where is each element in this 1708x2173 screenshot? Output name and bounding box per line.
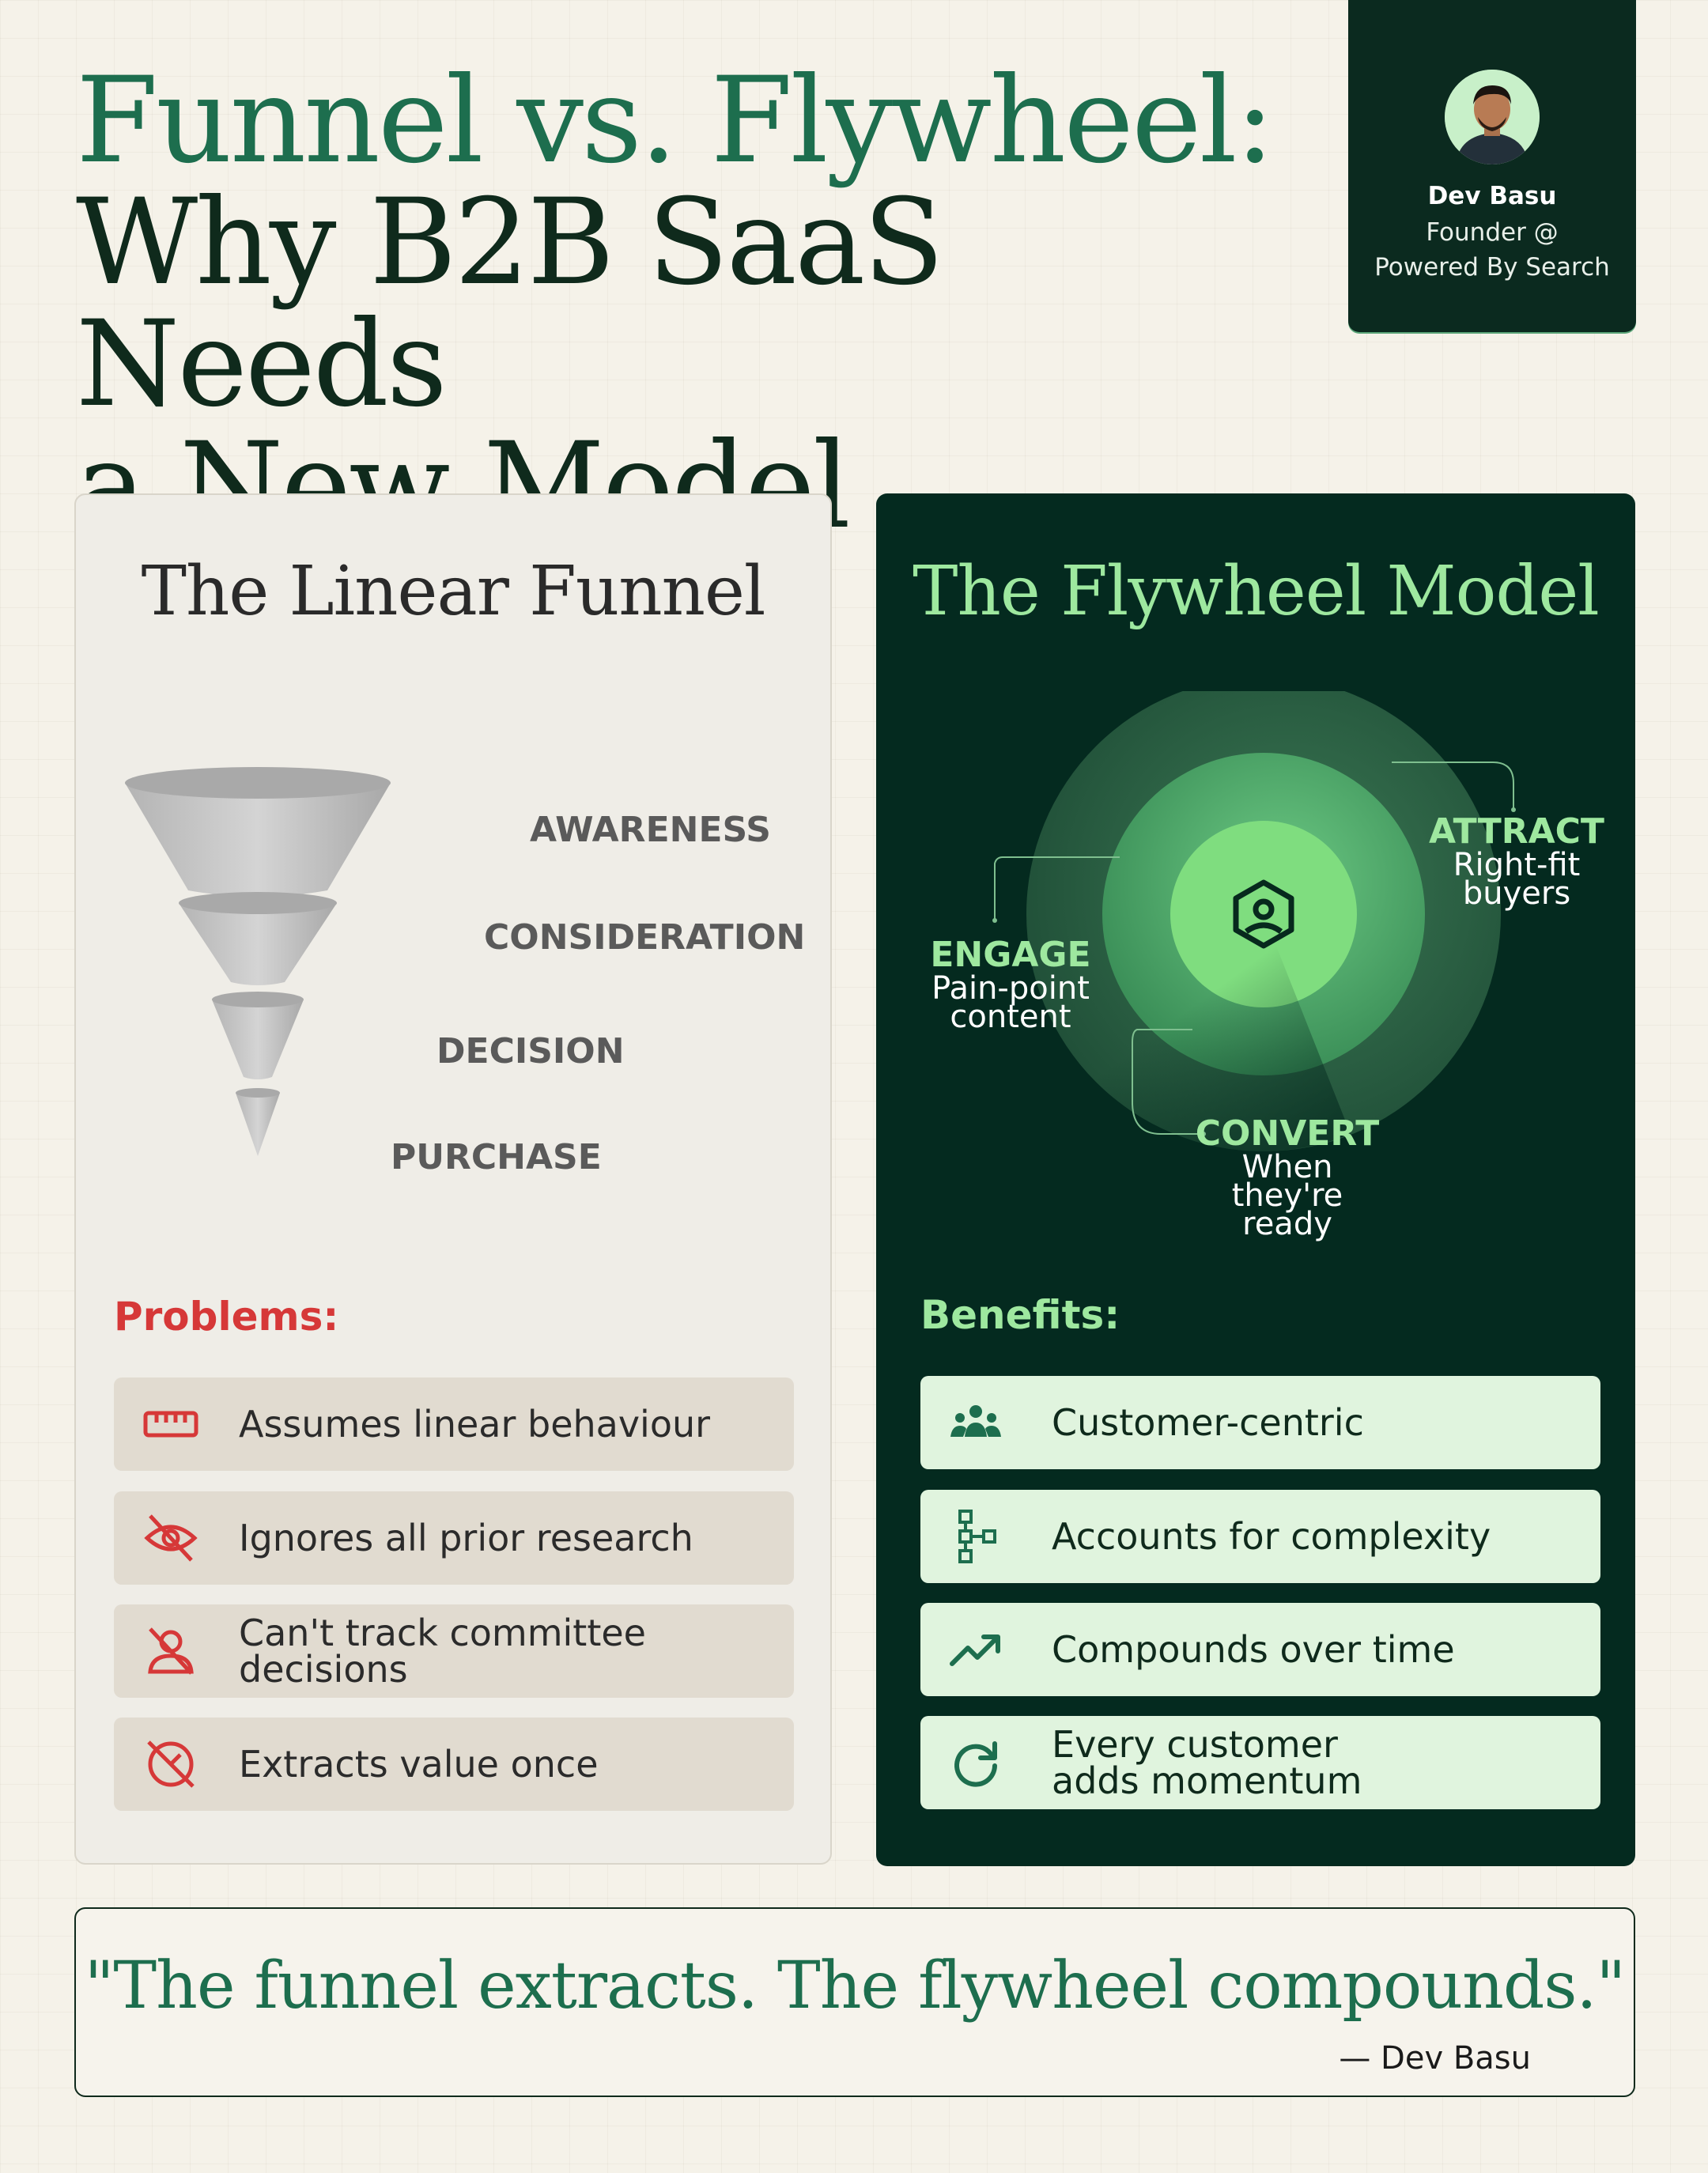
flywheel-title: The Flywheel Model: [913, 552, 1600, 631]
funnel-layer-consideration: [179, 892, 337, 985]
funnel-graphic: [125, 767, 391, 1156]
engage-sub: Pain-point content: [931, 970, 1090, 1035]
author-role: Founder @ Powered By Search: [1374, 218, 1610, 282]
problem-item: Ignores all prior research: [114, 1491, 794, 1585]
convert-sub: When they're ready: [1231, 1149, 1343, 1242]
quote-attribution: — Dev Basu: [1339, 2040, 1531, 2077]
funnel-layer-decision: [212, 992, 304, 1079]
attract-label: ATTRACT Right-fit buyers: [1422, 811, 1612, 912]
author-card: Dev Basu Founder @ Powered By Search: [1348, 0, 1636, 332]
flywheel-panel: The Flywheel Model: [876, 493, 1635, 1866]
author-name: Dev Basu: [1427, 182, 1557, 210]
benefit-item: Accounts for complexity: [920, 1490, 1600, 1583]
benefit-text: Accounts for complexity: [1052, 1515, 1491, 1558]
page-title: Funnel vs. Flywheel: Why B2B SaaS Needs …: [76, 60, 1309, 547]
group-icon: [950, 1405, 1001, 1437]
benefits-heading: Benefits:: [920, 1292, 1120, 1338]
stage-decision: DECISION: [436, 1031, 625, 1071]
funnel-panel: The Linear Funnel AWARENESS CONSIDERATIO…: [74, 493, 832, 1865]
problem-text: Can't track committee decisions: [239, 1612, 646, 1691]
problem-text: Assumes linear behaviour: [239, 1403, 711, 1446]
gauge-off-icon: [147, 1740, 195, 1788]
problem-item: Assumes linear behaviour: [114, 1377, 794, 1471]
benefit-text: Every customer adds momentum: [1052, 1723, 1362, 1802]
convert-head: CONVERT: [1195, 1113, 1380, 1154]
benefit-item: Every customer adds momentum: [920, 1716, 1600, 1809]
ruler-icon: [143, 1411, 198, 1438]
benefit-text: Customer-centric: [1052, 1401, 1364, 1444]
stage-purchase: PURCHASE: [391, 1137, 602, 1177]
benefit-item: Customer-centric: [920, 1376, 1600, 1469]
funnel-layer-awareness: [125, 767, 391, 897]
avatar: [1445, 70, 1540, 164]
problem-item: Can't track committee decisions: [114, 1604, 794, 1698]
funnel-layer-purchase: [236, 1088, 280, 1156]
funnel-title: The Linear Funnel: [141, 552, 766, 631]
quote-text: "The funnel extracts. The flywheel compo…: [84, 1948, 1627, 2024]
quote-box: "The funnel extracts. The flywheel compo…: [74, 1907, 1635, 2097]
attract-sub: Right-fit buyers: [1453, 847, 1581, 912]
problem-text: Extracts value once: [239, 1743, 599, 1786]
problems-heading: Problems:: [114, 1294, 339, 1340]
refresh-icon: [954, 1741, 997, 1787]
problem-item: Extracts value once: [114, 1718, 794, 1811]
problem-text: Ignores all prior research: [239, 1517, 693, 1559]
user-off-icon: [148, 1627, 194, 1675]
hierarchy-icon: [958, 1510, 996, 1563]
eye-off-icon: [144, 1514, 198, 1562]
benefit-text: Compounds over time: [1052, 1628, 1455, 1671]
attract-head: ATTRACT: [1429, 811, 1604, 852]
engage-label: ENGAGE Pain-point content: [916, 935, 1105, 1035]
trending-up-icon: [950, 1634, 1000, 1666]
benefit-item: Compounds over time: [920, 1603, 1600, 1696]
convert-label: CONVERT When they're ready: [1177, 1113, 1398, 1242]
stage-consideration: CONSIDERATION: [484, 917, 806, 958]
stage-awareness: AWARENESS: [530, 810, 771, 850]
engage-head: ENGAGE: [930, 935, 1091, 975]
title-line-1: Funnel vs. Flywheel:: [76, 52, 1275, 190]
title-line-2: Why B2B SaaS Needs: [76, 174, 944, 433]
target-user-icon: [1233, 879, 1294, 949]
flywheel-graphic: [992, 691, 1516, 1151]
